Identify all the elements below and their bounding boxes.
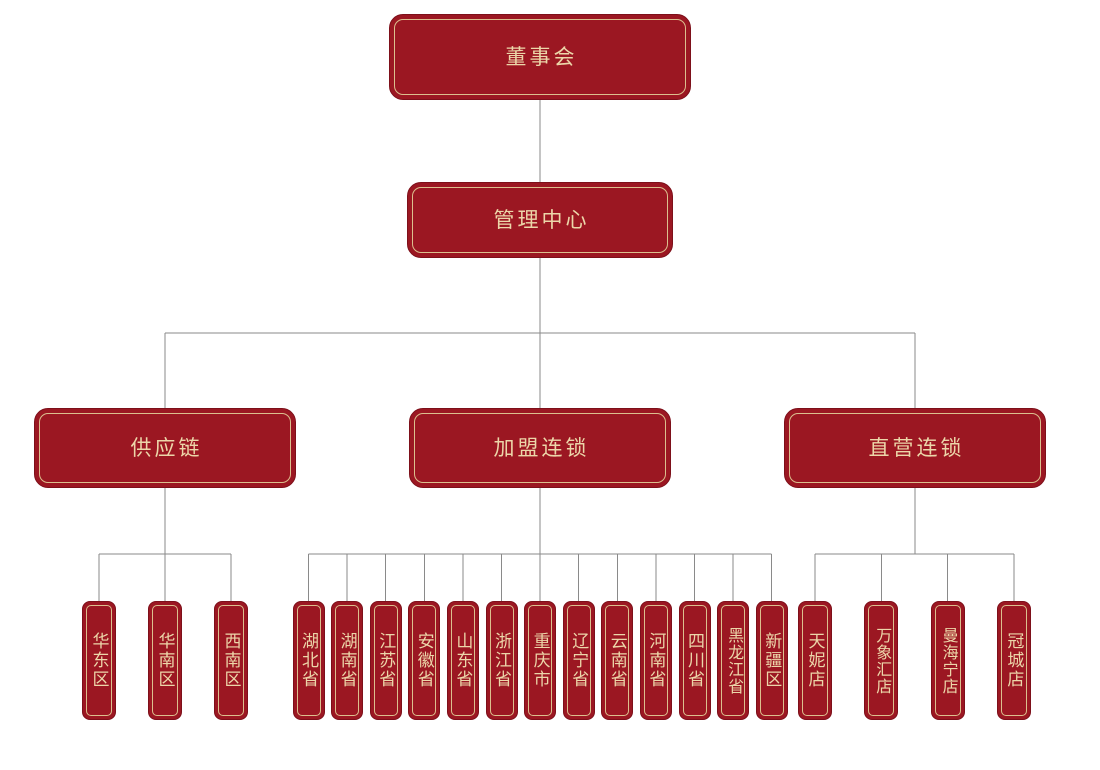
org-node-franchise-chain-child-12-inner-border: 新疆区: [759, 605, 784, 716]
org-node-franchise-chain-child-11: 黑龙江省: [717, 601, 750, 720]
org-node-management-center-inner-border: 管理中心: [412, 187, 668, 253]
org-node-supply-chain-child-1-label: 华南区: [155, 632, 175, 689]
org-node-franchise-chain-child-7-label: 辽宁省: [569, 632, 589, 689]
org-node-supply-chain-child-0-label: 华东区: [89, 632, 109, 689]
org-node-direct-chain-child-1-label: 万象汇店: [873, 626, 891, 695]
org-node-supply-chain-child-0-inner-border: 华东区: [86, 605, 112, 716]
org-node-franchise-chain-child-5-label: 浙江省: [492, 632, 511, 689]
org-node-supply-chain: 供应链: [34, 408, 296, 488]
org-node-franchise-chain-child-6: 重庆市: [524, 601, 557, 720]
org-node-direct-chain-child-2-label: 曼海宁店: [939, 626, 957, 695]
org-node-franchise-chain-child-2-label: 江苏省: [376, 632, 396, 689]
org-node-direct-chain-child-3: 冠城店: [996, 601, 1031, 720]
org-node-direct-chain-child-1: 万象汇店: [864, 601, 899, 720]
org-node-franchise-chain-child-3-inner-border: 安徽省: [412, 605, 437, 716]
org-node-board-label: 董事会: [505, 45, 578, 69]
connector-path: [98, 100, 1015, 601]
org-node-direct-chain-child-0: 天妮店: [798, 601, 832, 720]
org-node-franchise-chain-child-12: 新疆区: [755, 601, 788, 720]
org-node-franchise-chain-child-4: 山东省: [446, 601, 479, 720]
org-node-franchise-chain-child-1-inner-border: 湖南省: [335, 605, 360, 716]
org-node-franchise-chain-child-4-label: 山东省: [453, 632, 473, 689]
org-node-supply-chain-child-2-inner-border: 西南区: [218, 605, 244, 716]
org-node-franchise-chain-child-8: 云南省: [601, 601, 634, 720]
org-node-franchise-chain-child-2: 江苏省: [369, 601, 402, 720]
org-node-franchise-chain-child-0-label: 湖北省: [299, 632, 318, 689]
org-node-supply-chain-label: 供应链: [130, 436, 203, 460]
org-node-franchise-chain-child-7: 辽宁省: [562, 601, 595, 720]
org-node-supply-chain-child-2-label: 西南区: [221, 632, 241, 689]
org-node-supply-chain-child-0: 华东区: [82, 601, 116, 720]
org-node-direct-chain-child-2-inner-border: 曼海宁店: [934, 605, 961, 716]
org-node-franchise-chain-child-8-label: 云南省: [607, 632, 627, 689]
org-node-franchise-chain-child-3-label: 安徽省: [414, 632, 434, 689]
org-node-supply-chain-inner-border: 供应链: [39, 413, 291, 483]
org-node-franchise-chain-child-1: 湖南省: [331, 601, 364, 720]
org-node-direct-chain-child-0-inner-border: 天妮店: [802, 605, 828, 716]
org-node-direct-chain-child-0-label: 天妮店: [805, 632, 825, 689]
org-node-management-center: 管理中心: [407, 182, 673, 258]
org-node-direct-chain-child-3-inner-border: 冠城店: [1000, 605, 1027, 716]
org-node-franchise-chain-child-9: 河南省: [639, 601, 672, 720]
org-node-franchise-chain-child-10: 四川省: [678, 601, 711, 720]
org-node-franchise-chain-child-0-inner-border: 湖北省: [296, 605, 321, 716]
org-node-franchise-chain-child-11-inner-border: 黑龙江省: [721, 605, 746, 716]
org-node-franchise-chain-inner-border: 加盟连锁: [414, 413, 666, 483]
org-node-franchise-chain-child-11-label: 黑龙江省: [725, 626, 743, 695]
org-node-board-inner-border: 董事会: [394, 19, 686, 95]
org-node-direct-chain-child-2: 曼海宁店: [930, 601, 965, 720]
org-node-direct-chain-child-3-label: 冠城店: [1004, 632, 1024, 689]
org-node-franchise-chain-child-0: 湖北省: [292, 601, 325, 720]
org-node-supply-chain-child-1-inner-border: 华南区: [152, 605, 178, 716]
org-node-franchise-chain-child-10-inner-border: 四川省: [682, 605, 707, 716]
org-node-franchise-chain: 加盟连锁: [409, 408, 671, 488]
org-node-franchise-chain-child-10-label: 四川省: [685, 632, 704, 689]
org-node-franchise-chain-child-9-label: 河南省: [646, 632, 666, 689]
org-node-franchise-chain-child-9-inner-border: 河南省: [643, 605, 668, 716]
org-node-franchise-chain-child-12-label: 新疆区: [762, 632, 782, 689]
org-node-supply-chain-child-1: 华南区: [148, 601, 182, 720]
org-node-franchise-chain-child-3: 安徽省: [408, 601, 441, 720]
org-node-franchise-chain-child-8-inner-border: 云南省: [605, 605, 630, 716]
org-node-direct-chain-label: 直营连锁: [868, 436, 965, 460]
org-node-franchise-chain-child-6-label: 重庆市: [530, 632, 550, 689]
org-node-franchise-chain-child-6-inner-border: 重庆市: [528, 605, 553, 716]
org-node-franchise-chain-child-4-inner-border: 山东省: [450, 605, 475, 716]
org-node-supply-chain-child-2: 西南区: [214, 601, 248, 720]
org-node-direct-chain: 直营连锁: [784, 408, 1046, 488]
org-node-franchise-chain-child-2-inner-border: 江苏省: [373, 605, 398, 716]
org-node-direct-chain-inner-border: 直营连锁: [789, 413, 1041, 483]
org-node-direct-chain-child-1-inner-border: 万象汇店: [868, 605, 895, 716]
org-node-management-center-label: 管理中心: [493, 208, 590, 232]
org-node-franchise-chain-child-7-inner-border: 辽宁省: [566, 605, 591, 716]
org-node-franchise-chain-child-1-label: 湖南省: [337, 632, 357, 689]
org-node-board: 董事会: [389, 14, 691, 100]
org-node-franchise-chain-label: 加盟连锁: [493, 436, 590, 460]
org-node-franchise-chain-child-5-inner-border: 浙江省: [489, 605, 514, 716]
org-node-franchise-chain-child-5: 浙江省: [485, 601, 518, 720]
